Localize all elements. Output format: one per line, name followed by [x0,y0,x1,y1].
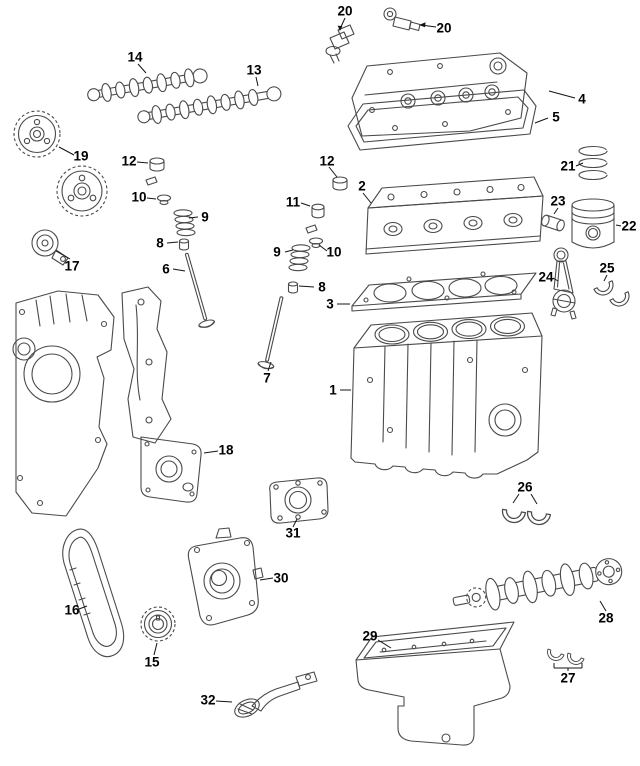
valve-cover-icon [351,52,528,137]
rod-bearings-icon [593,280,630,307]
callout-31-rear-seal-plate[interactable]: 31 [285,525,301,541]
piston-icon [571,198,615,249]
callout-22-piston[interactable]: 22 [621,218,637,234]
callout-7-exhaust-valve[interactable]: 7 [263,370,271,386]
piston-pin-icon [541,214,565,232]
valve-spring-left-icon [173,209,196,237]
intake-valve-icon [184,252,215,328]
callout-2-cylinder-head[interactable]: 2 [358,178,366,194]
oil-pump-icon [187,527,264,626]
timing-cover-bracket-icon [121,286,172,444]
cylinder-head-icon [365,176,544,255]
valve-keeper-left-icon [145,176,158,186]
callout-9-valve-spring[interactable]: 9 [201,209,209,225]
callout-20-cam-sensor[interactable]: 20 [337,3,353,19]
callout-3-head-gasket[interactable]: 3 [326,296,334,312]
camshaft-sensor-right-icon [383,7,421,32]
callout-28-crankshaft[interactable]: 28 [598,610,614,626]
callout-12-tappet[interactable]: 12 [319,153,335,169]
callout-10-spring-retainer[interactable]: 10 [131,189,147,205]
callout-24-connecting-rod[interactable]: 24 [538,269,554,285]
exhaust-valve-icon [257,296,284,370]
callout-11-valve-lifter[interactable]: 11 [285,194,301,210]
timing-belt-icon [62,528,125,658]
callout-32-oil-pickup[interactable]: 32 [200,692,216,708]
engine-block-icon [350,312,543,479]
callout-leader-lines [55,17,622,703]
tappet-left-icon [149,157,165,172]
callout-16-timing-belt[interactable]: 16 [64,602,80,618]
valve-keeper-right-icon [305,224,318,234]
callout-4-valve-cover[interactable]: 4 [578,91,586,107]
callout-29-oil-pan[interactable]: 29 [362,628,378,644]
callout-20-cam-sensor[interactable]: 20 [436,20,452,36]
callout-5-valve-cover-gasket[interactable]: 5 [552,109,560,125]
camshaft-sensor-left-icon [325,24,355,64]
callout-8-valve-seal[interactable]: 8 [318,279,326,295]
camshaft-gears-icon [13,110,108,217]
callout-6-intake-valve[interactable]: 6 [162,261,170,277]
spring-retainer-left-icon [156,194,172,206]
callout-14-intake-camshaft[interactable]: 14 [127,49,143,65]
rear-seal-plate-icon [269,477,329,524]
valve-seal-left-icon [178,238,190,251]
crankshaft-icon [452,558,623,611]
piston-rings-icon [578,145,608,181]
lower-timing-cover-icon [140,436,202,503]
timing-cover-icon [12,290,115,517]
callout-23-piston-pin[interactable]: 23 [550,193,566,209]
main-bearings-icon [501,508,552,526]
callout-21-piston-rings[interactable]: 21 [560,158,576,174]
callout-17-tensioner[interactable]: 17 [64,258,80,274]
oil-pan-icon [355,621,515,746]
callout-10-spring-retainer[interactable]: 10 [326,244,342,260]
timing-tensioner-icon [31,229,69,266]
callout-30-oil-pump[interactable]: 30 [273,570,289,586]
callout-26-main-bearings[interactable]: 26 [517,479,533,495]
callout-27-thrust-washers[interactable]: 27 [560,670,576,686]
oil-pickup-tube-icon [234,671,318,718]
callout-8-valve-seal[interactable]: 8 [156,235,164,251]
crank-sprocket-icon [140,606,176,642]
callout-19-cam-gears[interactable]: 19 [73,148,89,164]
callout-12-tappet[interactable]: 12 [121,153,137,169]
callout-15-crank-sprocket[interactable]: 15 [144,654,160,670]
tappet-right-icon [332,176,348,191]
lifter-right-icon [311,203,325,219]
callout-9-valve-spring[interactable]: 9 [273,244,281,260]
valve-cover-gasket-icon [347,89,537,151]
callout-1-engine-block[interactable]: 1 [329,382,337,398]
intake-camshaft-icon [87,68,208,102]
exhaust-camshaft-icon [137,86,282,124]
callout-13-exhaust-camshaft[interactable]: 13 [246,62,262,78]
head-gasket-icon [351,271,537,312]
valve-spring-right-icon [288,244,311,272]
connecting-rod-icon [550,247,577,320]
callout-18-timing-cover[interactable]: 18 [218,442,234,458]
thrust-washers-icon [547,648,585,665]
callout-25-rod-bearing[interactable]: 25 [599,260,615,276]
valve-seal-right-icon [287,281,299,294]
